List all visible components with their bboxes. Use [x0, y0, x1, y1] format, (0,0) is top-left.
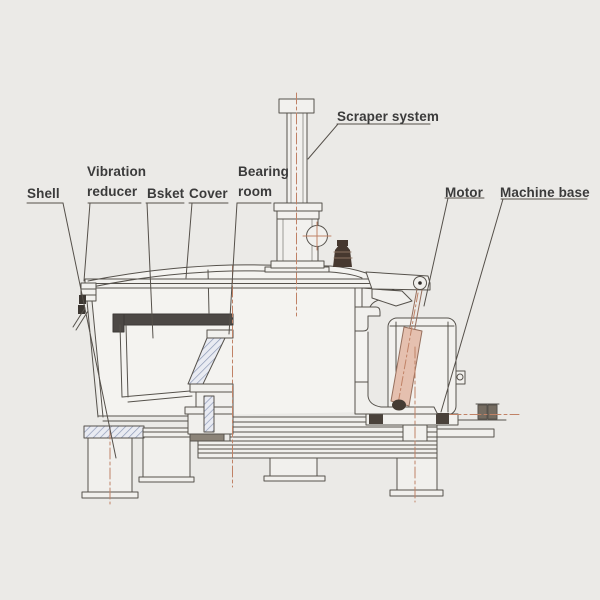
hinge-assembly	[365, 271, 431, 307]
label-machine-base: Machine base	[500, 185, 590, 200]
basket-outline	[112, 269, 234, 403]
leader-scraper-system	[307, 123, 431, 160]
leader-machine-base	[440, 198, 588, 413]
label-motor: Motor	[445, 185, 483, 200]
leader-basket	[145, 202, 185, 339]
base-plate-extension	[436, 428, 495, 438]
shell-outline	[83, 287, 369, 439]
label-bearing-room: Bearing room	[238, 164, 289, 199]
leader-bearing-room	[228, 202, 272, 335]
centerlines	[109, 92, 520, 505]
label-shell: Shell	[27, 186, 60, 201]
label-cover: Cover	[189, 186, 228, 201]
anchor-bolt	[477, 404, 488, 420]
actuator-cylinder	[390, 288, 423, 411]
label-scraper-system: Scraper system	[337, 109, 439, 124]
vibration-mount	[79, 295, 86, 304]
leader-shell	[26, 202, 117, 459]
shell-pedestal-leg	[142, 436, 191, 478]
sight-glass	[302, 221, 332, 251]
right-leg	[396, 457, 438, 491]
label-basket: Bsket	[147, 186, 185, 201]
center-leg	[269, 457, 318, 477]
leader-lines	[26, 123, 588, 459]
leader-motor	[423, 197, 485, 307]
leader-vibration-reducer	[83, 202, 142, 282]
label-vibration-reducer: Vibration reducer	[87, 164, 147, 199]
grease-cup	[333, 240, 353, 267]
leader-cover	[185, 202, 229, 279]
bearing-pedestal	[184, 329, 234, 442]
basket-rim	[115, 313, 234, 326]
